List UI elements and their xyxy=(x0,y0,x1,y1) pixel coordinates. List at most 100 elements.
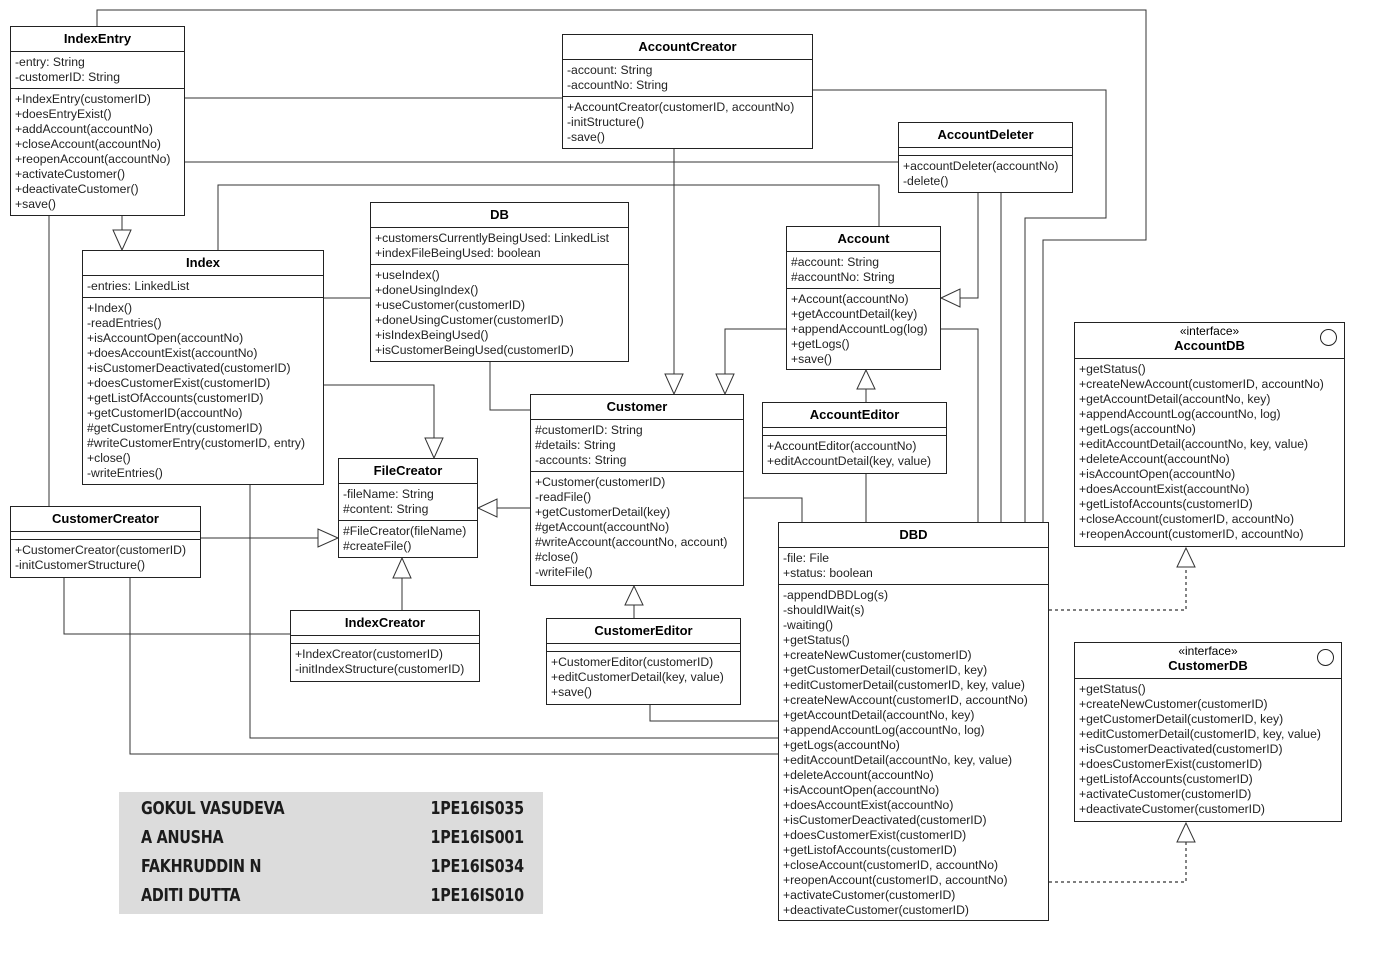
operation: +editCustomerDetail(key, value) xyxy=(551,670,724,684)
operations: +useIndex() +doneUsingIndex() +useCustom… xyxy=(371,264,628,361)
operation: -initIndexStructure(customerID) xyxy=(295,662,465,676)
class-account-creator: AccountCreator -account: String -account… xyxy=(562,34,813,149)
class-name: Account xyxy=(787,227,940,252)
operation: +getListofAccounts(customerID) xyxy=(783,843,957,857)
class-customer: Customer #customerID: String #details: S… xyxy=(530,394,744,586)
operation: +activateCustomer(customerID) xyxy=(783,888,956,902)
operation: +AccountEditor(accountNo) xyxy=(767,439,917,453)
realization-line-dbd-customerdb xyxy=(1049,842,1187,883)
operation: +doesCustomerExist(customerID) xyxy=(783,828,967,842)
operation: #FileCreator(fileName) xyxy=(343,524,467,538)
team-member-row: FAKHRUDDIN N 1PE16IS034 xyxy=(141,857,524,886)
operation: +getStatus() xyxy=(783,633,850,647)
class-file-creator: FileCreator -fileName: String #content: … xyxy=(338,458,478,558)
generalization-line-account-customer xyxy=(724,328,786,374)
class-name: FileCreator xyxy=(339,459,477,484)
arrowhead-customer-from-accountcreator xyxy=(664,373,684,396)
operation: -initStructure() xyxy=(567,115,645,129)
operation: -writeEntries() xyxy=(87,466,163,480)
operation: +getAccountDetail(accountNo, key) xyxy=(1079,392,1271,406)
connector-index-account-top xyxy=(217,184,880,250)
operation: +closeAccount(customerID, accountNo) xyxy=(1079,512,1295,526)
operation: +getLogs(accountNo) xyxy=(1079,422,1196,436)
operation: -appendDBDLog(s) xyxy=(783,588,889,602)
class-customer-editor: CustomerEditor +CustomerEditor(customerI… xyxy=(546,618,741,705)
operations: #FileCreator(fileName) #createFile() xyxy=(339,520,477,557)
operation: #getAccount(accountNo) xyxy=(535,520,670,534)
class-db: DB +customersCurrentlyBeingUsed: LinkedL… xyxy=(370,202,629,362)
class-name: IndexEntry xyxy=(11,27,184,52)
attribute: -accounts: String xyxy=(535,453,627,467)
operations: +accountDeleter(accountNo) -delete() xyxy=(899,155,1072,192)
operation: -writeFile() xyxy=(535,565,593,579)
member-name: GOKUL VASUDEVA xyxy=(141,799,285,819)
attributes: -account: String -accountNo: String xyxy=(563,60,812,96)
operation: +createNewAccount(customerID, accountNo) xyxy=(783,693,1028,707)
operation: +doesAccountExist(accountNo) xyxy=(87,346,258,360)
connector-account-dbd xyxy=(941,328,979,522)
operation: +createNewCustomer(customerID) xyxy=(783,648,972,662)
attributes xyxy=(547,644,740,651)
class-name: IndexCreator xyxy=(291,611,479,636)
attribute: #details: String xyxy=(535,438,616,452)
operations: +Index() -readEntries() +isAccountOpen(a… xyxy=(83,297,323,484)
operation: +closeAccount(customerID, accountNo) xyxy=(783,858,999,872)
class-index-creator: IndexCreator +IndexCreator(customerID) -… xyxy=(290,610,480,682)
operation: +getAccountDetail(accountNo, key) xyxy=(783,708,975,722)
operations: +getStatus() +createNewCustomer(customer… xyxy=(1075,679,1341,820)
operation: +deactivateCustomer() xyxy=(15,182,139,196)
operation: -waiting() xyxy=(783,618,834,632)
arrowhead-index xyxy=(112,229,132,252)
member-id: 1PE16IS034 xyxy=(430,857,524,877)
attribute: -customerID: String xyxy=(15,70,120,84)
operation: +getLogs() xyxy=(791,337,850,351)
class-dbd: DBD -file: File +status: boolean -append… xyxy=(778,522,1049,921)
operation: +accountDeleter(accountNo) xyxy=(903,159,1059,173)
arrowhead-filecreator-from-index xyxy=(424,437,444,460)
operation: +doesEntryExist() xyxy=(15,107,112,121)
interface-circle-icon xyxy=(1317,649,1334,666)
operation: -delete() xyxy=(903,174,949,188)
arrowhead-customer-from-customereditor xyxy=(624,584,644,606)
operations: +AccountEditor(accountNo) +editAccountDe… xyxy=(763,435,946,472)
operation: -readFile() xyxy=(535,490,592,504)
operation: +AccountCreator(customerID, accountNo) xyxy=(567,100,795,114)
team-members-panel: GOKUL VASUDEVA 1PE16IS035 A ANUSHA 1PE16… xyxy=(119,792,543,914)
operation: +getStatus() xyxy=(1079,682,1146,696)
operation: +save() xyxy=(15,197,56,211)
operation: #createFile() xyxy=(343,539,412,553)
stereotype: «interface» xyxy=(1178,644,1238,658)
member-name: A ANUSHA xyxy=(141,828,224,848)
operation: +CustomerEditor(customerID) xyxy=(551,655,714,669)
operation: -save() xyxy=(567,130,605,144)
connector-customercreator-dbd xyxy=(129,578,778,755)
arrowhead-account-from-accountdeleter xyxy=(939,288,961,308)
arrowhead-customer-from-account xyxy=(715,373,735,396)
operation: +editAccountDetail(key, value) xyxy=(767,454,932,468)
attributes xyxy=(899,148,1072,155)
operation: +IndexCreator(customerID) xyxy=(295,647,443,661)
class-name: DB xyxy=(371,203,628,228)
attribute: #account: String xyxy=(791,255,880,269)
operation: +close() xyxy=(87,451,131,465)
attributes: +customersCurrentlyBeingUsed: LinkedList… xyxy=(371,228,628,264)
connector-customercreator-indexcreator xyxy=(63,578,290,635)
operation: +deactivateCustomer(customerID) xyxy=(1079,802,1265,816)
class-account: Account #account: String #accountNo: Str… xyxy=(786,226,941,370)
attribute: -entries: LinkedList xyxy=(87,279,190,293)
operation: +IndexEntry(customerID) xyxy=(15,92,151,106)
operation: +editCustomerDetail(customerID, key, val… xyxy=(1079,727,1321,741)
operation: +reopenAccount(customerID, accountNo) xyxy=(783,873,1008,887)
operations: +getStatus() +createNewAccount(customerI… xyxy=(1075,359,1344,545)
operation: +appendAccountLog(accountNo, log) xyxy=(783,723,985,737)
member-id: 1PE16IS010 xyxy=(430,886,524,906)
interface-account-db: «interface» AccountDB +getStatus() +crea… xyxy=(1074,322,1345,547)
operation: +Index() xyxy=(87,301,133,315)
operation: +editAccountDetail(accountNo, key, value… xyxy=(1079,437,1309,451)
operation: +isAccountOpen(accountNo) xyxy=(1079,467,1236,481)
operation: +isAccountOpen(accountNo) xyxy=(87,331,244,345)
team-member-row: A ANUSHA 1PE16IS001 xyxy=(141,828,524,857)
connector-index-dbd xyxy=(249,485,778,739)
attribute: -entry: String xyxy=(15,55,85,69)
attribute: -file: File xyxy=(783,551,830,565)
